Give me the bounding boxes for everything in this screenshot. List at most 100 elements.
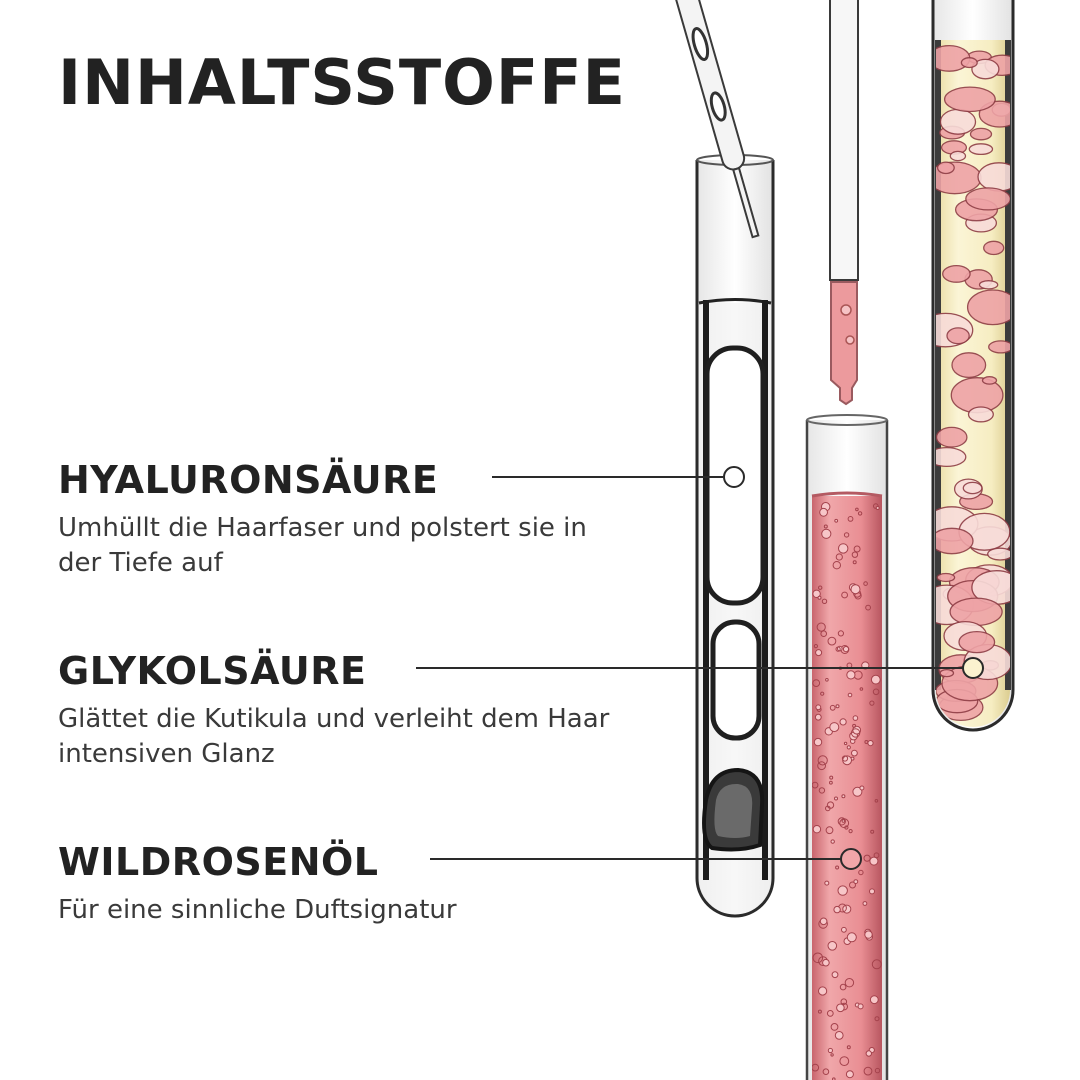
- bubble-icon: [813, 737, 823, 747]
- bubble-icon: [839, 983, 847, 991]
- bubble-icon: [859, 785, 865, 791]
- bubble-icon: [850, 728, 861, 738]
- bubble-icon: [827, 941, 838, 951]
- bubble-icon: [843, 741, 848, 746]
- bubble-icon: [819, 507, 828, 517]
- connector-hyaluronsaeure: [492, 466, 745, 488]
- bubble-icon: [822, 1068, 830, 1075]
- bubble-icon: [832, 561, 841, 570]
- bubble-icon: [939, 668, 955, 678]
- bubble-icon: [827, 1047, 834, 1054]
- bubble-icon: [875, 506, 880, 510]
- bubble-icon: [837, 885, 848, 896]
- ingredient-hyaluronsaeure: HYALURONSÄURE Umhüllt die Haarfaser und …: [58, 461, 638, 581]
- bubble-icon: [837, 817, 846, 826]
- bubble-icon: [829, 704, 836, 711]
- bubble-icon: [830, 1053, 834, 1057]
- bubble-icon: [812, 952, 824, 964]
- bubble-icon: [817, 1009, 822, 1014]
- bubble-icon: [865, 1050, 872, 1057]
- bubble-icon: [851, 749, 858, 757]
- bubble-icon: [812, 1063, 820, 1072]
- pipette-icon: [669, 0, 760, 239]
- bubble-icon: [857, 1003, 864, 1010]
- bubble-icon: [987, 547, 1010, 561]
- bubble-icon: [812, 502, 882, 1080]
- bubble-icon: [864, 930, 873, 939]
- bubble-icon: [869, 995, 879, 1005]
- bubble-icon: [841, 926, 847, 933]
- bubble-icon: [829, 775, 834, 780]
- ingredient-description: Glättet die Kutikula und verleiht dem Ha…: [58, 704, 610, 769]
- bubble-icon: [949, 150, 967, 162]
- bubble-icon: [821, 528, 832, 539]
- bubble-icon: [825, 826, 834, 835]
- bubble-icon: [869, 856, 879, 866]
- bubble-icon: [943, 86, 996, 113]
- bubble-icon: [847, 692, 853, 698]
- bubble-icon: [843, 532, 850, 538]
- bubble-icon: [874, 1016, 880, 1022]
- bubble-icon: [846, 932, 857, 943]
- bubble-icon: [857, 511, 863, 516]
- bubble-icon: [846, 1045, 851, 1050]
- bubble-icon: [830, 839, 835, 844]
- bubble-icon: [847, 516, 854, 522]
- bubble-icon: [853, 879, 859, 884]
- bubble-icon: [823, 524, 828, 529]
- bubble-icon: [834, 1031, 844, 1040]
- bubble-icon: [874, 1067, 881, 1074]
- bubble-icon: [841, 819, 846, 823]
- bubble-icon: [829, 722, 840, 733]
- bubble-icon: [869, 888, 875, 895]
- bubble-icon: [873, 852, 880, 859]
- bubble-icon: [837, 630, 845, 637]
- bubble-icon: [834, 518, 839, 523]
- bubble-icon: [853, 545, 861, 553]
- bubble-icon: [852, 560, 857, 565]
- bubble-icon: [815, 704, 822, 711]
- bubble-icon: [939, 108, 977, 135]
- bubble-icon: [841, 755, 849, 762]
- bubble-icon: [958, 630, 996, 654]
- bubble-icon: [817, 761, 826, 771]
- bubble-icon: [971, 58, 1000, 80]
- bubble-icon: [870, 829, 875, 834]
- bubble-icon: [936, 446, 967, 468]
- bubble-icon: [829, 780, 833, 785]
- bubble-icon: [968, 143, 994, 156]
- bubble-icon: [852, 715, 859, 721]
- bubble-icon: [869, 700, 875, 706]
- bubble-icon: [825, 678, 829, 682]
- bubble-icon: [867, 740, 874, 747]
- bubble-icon: [836, 1003, 845, 1013]
- bubble-icon: [830, 1023, 839, 1031]
- bubble-icon: [967, 406, 994, 423]
- bubble-icon: [841, 794, 846, 799]
- bubble-icon: [818, 986, 828, 996]
- bubble-icon: [819, 917, 828, 926]
- ingredient-name: WILDROSENÖL: [58, 840, 379, 884]
- bubble-icon: [951, 352, 987, 379]
- bubble-icon: [820, 691, 825, 696]
- bubble-icon: [936, 572, 956, 583]
- bubble-icon: [846, 745, 851, 750]
- bubble-icon: [859, 687, 864, 691]
- bubble-icon: [816, 622, 826, 632]
- bubble-icon: [841, 591, 848, 599]
- bubble-icon: [817, 755, 828, 766]
- bubble-icon: [855, 507, 859, 512]
- bubble-icon: [826, 1010, 834, 1017]
- bubble-icon: [835, 865, 840, 870]
- bubble-icon: [988, 340, 1010, 354]
- bubble-icon: [835, 704, 840, 709]
- bubble-icon: [862, 901, 868, 906]
- test-tube-icon: [931, 0, 1015, 732]
- bubble-icon: [936, 161, 955, 175]
- bubble-icon: [936, 44, 1010, 722]
- bubble-icon: [826, 801, 835, 809]
- bubble-icon: [834, 796, 838, 801]
- bubble-icon: [969, 127, 993, 141]
